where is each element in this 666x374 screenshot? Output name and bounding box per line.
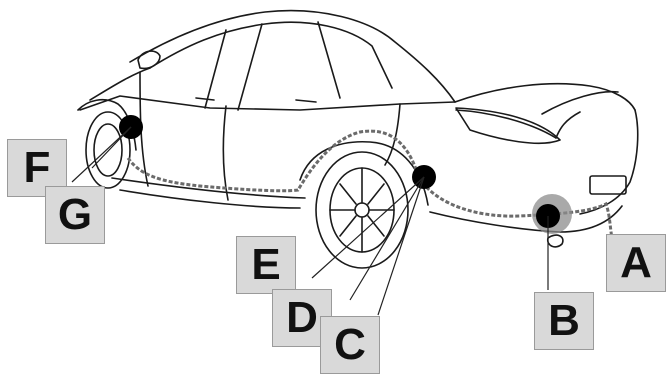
callout-label-a: A xyxy=(606,234,666,292)
callout-label-g: G xyxy=(45,186,105,244)
callout-label-e: E xyxy=(236,236,296,294)
callout-label-b: B xyxy=(534,292,594,350)
leader-lines xyxy=(71,126,633,316)
callout-label-c: C xyxy=(320,316,380,374)
callout-label-f: F xyxy=(7,139,67,197)
wiring-harness xyxy=(126,129,614,239)
